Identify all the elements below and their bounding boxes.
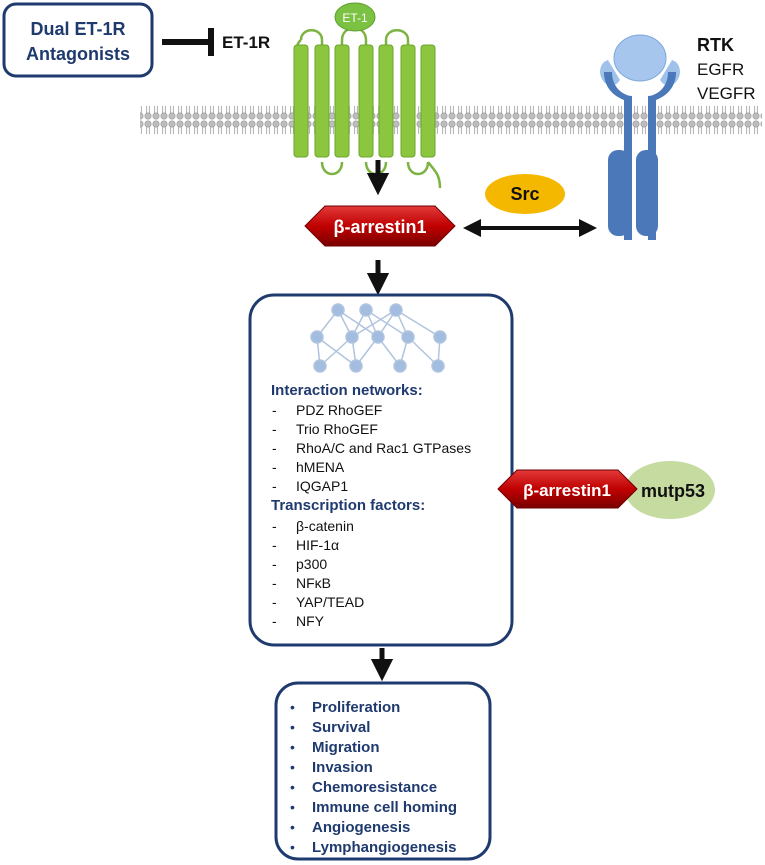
outcome-bullet: • [290, 759, 295, 775]
outcome-bullet: • [290, 699, 295, 715]
outcome-item: Proliferation [312, 699, 400, 716]
interaction-box [248, 293, 514, 647]
rtk-title: RTK [697, 35, 734, 55]
network-dash: - [272, 478, 277, 494]
antagonist-line1: Dual ET-1R [30, 19, 125, 39]
outcome-item: Invasion [312, 759, 373, 776]
outcome-bullet: • [290, 799, 295, 815]
network-icon [310, 303, 447, 373]
cell-membrane [140, 104, 762, 134]
network-item: PDZ RhoGEF [296, 402, 382, 418]
network-dash: - [272, 402, 277, 418]
transcription-factor-dash: - [272, 537, 277, 553]
mutp53-node [625, 461, 715, 519]
transcription-factor-item: p300 [296, 556, 327, 572]
antagonist-line2: Antagonists [26, 44, 130, 64]
src-node: Src [485, 174, 565, 214]
outcome-bullet: • [290, 719, 295, 735]
outcome-bullet: • [290, 819, 295, 835]
outcomes-box [274, 681, 492, 861]
network-dash: - [272, 459, 277, 475]
networks-list: - PDZ RhoGEF - Trio RhoGEF - RhoA/C and Rac1 … [272, 402, 471, 494]
ligand-label: ET-1 [342, 11, 368, 25]
arrestin-bottom-label: β-arrestin1 [523, 481, 611, 500]
arrestin-mutp53-complex: mutp53 β-arrestin1 [497, 461, 715, 519]
transcription-factor-dash: - [272, 518, 277, 534]
et1-ligand: ET-1 [334, 2, 376, 32]
network-item: hMENA [296, 459, 345, 475]
rtk-member-vegfr: VEGFR [697, 84, 756, 103]
arrestin-top: β-arrestin1 [304, 205, 456, 247]
outcome-bullet: • [290, 739, 295, 755]
transcription-factor-item: β-catenin [296, 518, 354, 534]
network-item: IQGAP1 [296, 478, 348, 494]
networks-heading: Interaction networks: [271, 382, 423, 399]
outcome-item: Immune cell homing [312, 799, 457, 816]
rtk-receptor [600, 34, 680, 240]
transcription-factor-dash: - [272, 594, 277, 610]
outcome-bullet: • [290, 779, 295, 795]
transcription-factor-dash: - [272, 613, 277, 629]
outcome-item: Survival [312, 719, 370, 736]
network-dash: - [272, 440, 277, 456]
antagonist-box: Dual ET-1R Antagonists [2, 2, 154, 78]
transcription-factor-item: HIF-1α [296, 537, 339, 553]
network-item: Trio RhoGEF [296, 421, 378, 437]
mutp53-label: mutp53 [641, 481, 705, 501]
outcome-bullet: • [290, 839, 295, 855]
src-label: Src [510, 184, 539, 204]
outcome-item: Angiogenesis [312, 819, 410, 836]
transcription-factor-dash: - [272, 575, 277, 591]
network-dash: - [272, 421, 277, 437]
outcomes-list: • Proliferation • Survival • Migration • Invasi… [290, 699, 457, 856]
inhibition-arrow [162, 28, 214, 56]
transcription-list: - β-catenin - HIF-1α - p300 - NFκB - YAP/TEAD - NFY [272, 518, 364, 629]
transcription-factor-item: NFκB [296, 575, 331, 591]
network-item: RhoA/C and Rac1 GTPases [296, 440, 471, 456]
transcription-factor-item: YAP/TEAD [296, 594, 364, 610]
receptor-label: ET-1R [222, 33, 270, 52]
transcription-heading: Transcription factors: [271, 497, 425, 514]
arrestin-top-label: β-arrestin1 [333, 217, 426, 237]
arrestin-bottom [497, 469, 638, 509]
outcome-item: Lymphangiogenesis [312, 839, 456, 856]
rtk-member-egfr: EGFR [697, 60, 744, 79]
et1r-receptor [293, 26, 442, 189]
transcription-factor-item: NFY [296, 613, 325, 629]
transcription-factor-dash: - [272, 556, 277, 572]
outcome-item: Chemoresistance [312, 779, 437, 796]
outcome-item: Migration [312, 739, 380, 756]
